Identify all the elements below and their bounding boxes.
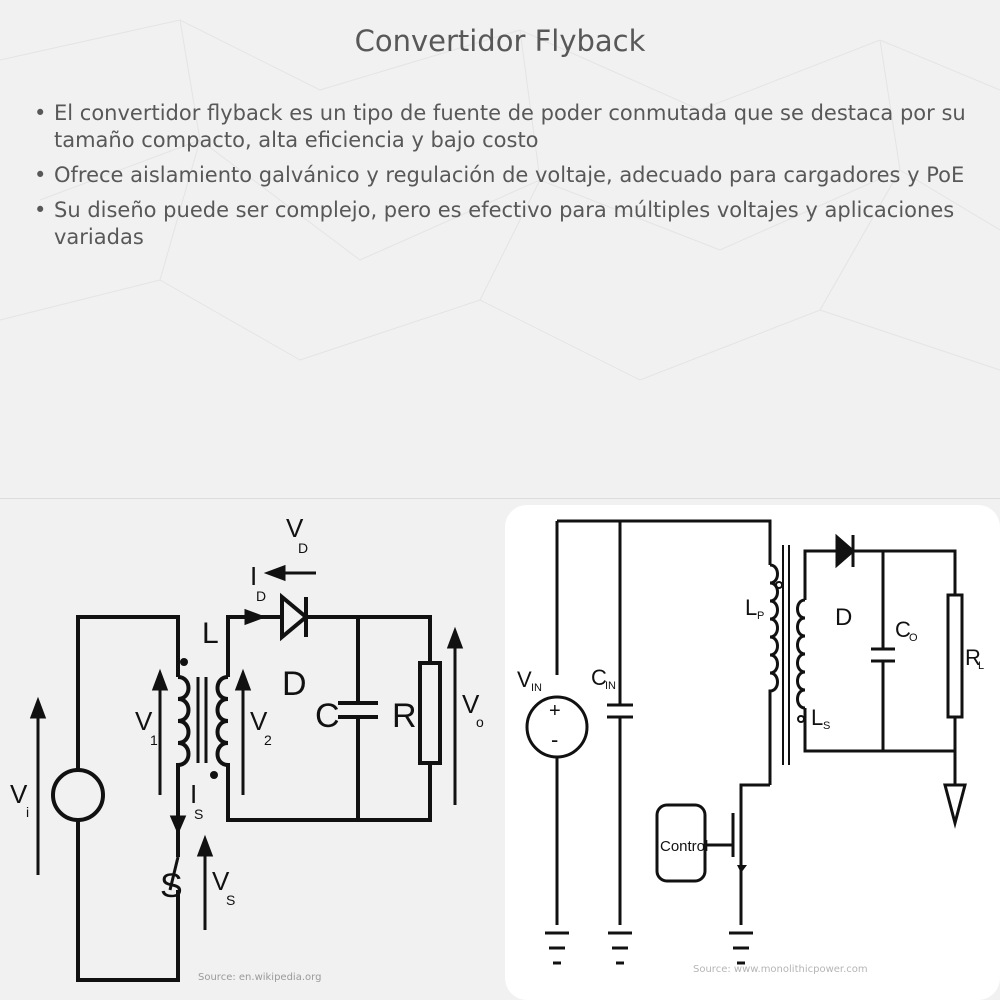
primary-winding-lp (768, 563, 779, 785)
flyback-circuit-diagram-left: V i V 1 V 2 L I D V D D C R V o I S S V … (10, 513, 484, 982)
label-vi: V (10, 779, 28, 809)
arrow-is-head (169, 815, 187, 835)
label-vin-sub: IN (531, 682, 542, 694)
arrow-vi-head (29, 696, 47, 719)
label-vd: V (286, 513, 304, 543)
flyback-circuit-diagram-right: + - V IN C IN L P L S D C O R L Control (517, 519, 984, 965)
polarity-dot (210, 771, 218, 779)
voltage-source-symbol (51, 768, 105, 822)
resistor-rl-symbol (946, 593, 964, 719)
background-texture (0, 19, 1000, 381)
section-divider (0, 498, 1000, 499)
polarity-dot (797, 715, 805, 723)
arrow-v2-head (234, 668, 252, 691)
polarity-dot (180, 658, 188, 666)
page-title: Convertidor Flyback (354, 24, 646, 58)
ground-vin (545, 931, 569, 965)
polarity-dot (775, 581, 783, 589)
label-vs-sub: S (226, 892, 235, 908)
ground-mosfet (729, 931, 753, 965)
bullet-dot: • (34, 163, 47, 187)
label-co-sub: O (909, 632, 918, 644)
arrow-id-head (244, 608, 267, 626)
wire-output-bottom (226, 763, 432, 822)
source-right: Source: www.monolithicpower.com (693, 964, 868, 975)
label-v1: V (135, 706, 153, 736)
label-v2: V (250, 706, 268, 736)
label-ls-sub: S (823, 720, 830, 732)
bullet-dot: • (34, 198, 47, 222)
bullet-item: • Su diseño puede ser complejo, pero es e… (34, 197, 974, 251)
bullet-text: Su diseño puede ser complejo, pero es ef… (54, 198, 955, 249)
label-r: R (392, 697, 417, 735)
diode-symbol (835, 533, 856, 569)
label-lp-sub: P (757, 610, 764, 622)
label-cin-sub: IN (605, 680, 616, 692)
source-left: Source: en.wikipedia.org (198, 972, 322, 983)
bullet-text: Ofrece aislamiento galvánico y regulació… (54, 163, 965, 187)
label-plus: + (549, 700, 561, 722)
arrow-vd-head (263, 564, 286, 582)
bullet-text: El convertidor flyback es un tipo de fue… (54, 101, 966, 152)
label-co: C (895, 617, 911, 642)
bullet-item: • El convertidor flyback es un tipo de fu… (34, 100, 974, 154)
bullet-item: • Ofrece aislamiento galvánico y regulaci… (34, 162, 974, 189)
arrow-vs-head (196, 834, 214, 857)
wire-secondary-top (226, 615, 282, 677)
resistor-symbol (418, 661, 442, 765)
label-is: I (190, 779, 197, 809)
label-c: C (315, 697, 340, 735)
label-id-sub: D (256, 588, 266, 604)
label-control: Control (660, 838, 708, 855)
label-vin: V (517, 667, 532, 692)
wire-to-mosfet (739, 783, 770, 805)
label-vi-sub: i (26, 804, 29, 820)
bullet-list: • El convertidor flyback es un tipo de fu… (34, 100, 974, 259)
label-minus: - (551, 727, 558, 752)
label-d: D (835, 604, 852, 631)
bullet-dot: • (34, 101, 47, 125)
secondary-winding-ls (796, 598, 806, 710)
label-ls: L (811, 705, 823, 730)
output-ground-symbol (943, 783, 967, 829)
label-id: I (250, 561, 257, 591)
label-is-sub: S (194, 806, 203, 822)
label-vs: V (212, 866, 230, 896)
control-box (655, 803, 707, 883)
label-vd-sub: D (298, 540, 308, 556)
label-v1-sub: 1 (150, 732, 158, 748)
switch-blade (168, 856, 180, 891)
arrow-vo-head (446, 626, 464, 649)
secondary-winding (215, 675, 229, 767)
label-v2-sub: 2 (264, 732, 272, 748)
diode-symbol (280, 592, 310, 642)
ground-cin (608, 931, 632, 965)
label-rl: R (965, 645, 981, 670)
wire-output-top (306, 615, 432, 663)
label-lp: L (745, 595, 757, 620)
wire-secondary-bottom (803, 708, 957, 761)
arrow-v1-head (151, 668, 169, 691)
primary-winding (176, 675, 191, 815)
mosfet-arrow (737, 865, 747, 873)
label-rl-sub: L (978, 660, 984, 672)
label-s: S (160, 867, 183, 905)
wire-secondary-top (803, 549, 837, 600)
label-d: D (282, 665, 307, 703)
label-vo-sub: o (476, 714, 484, 730)
wire-output-top (853, 549, 957, 595)
label-cin: C (591, 665, 607, 690)
label-vo: V (462, 689, 480, 719)
wire-top (557, 519, 772, 565)
label-l: L (202, 617, 219, 650)
